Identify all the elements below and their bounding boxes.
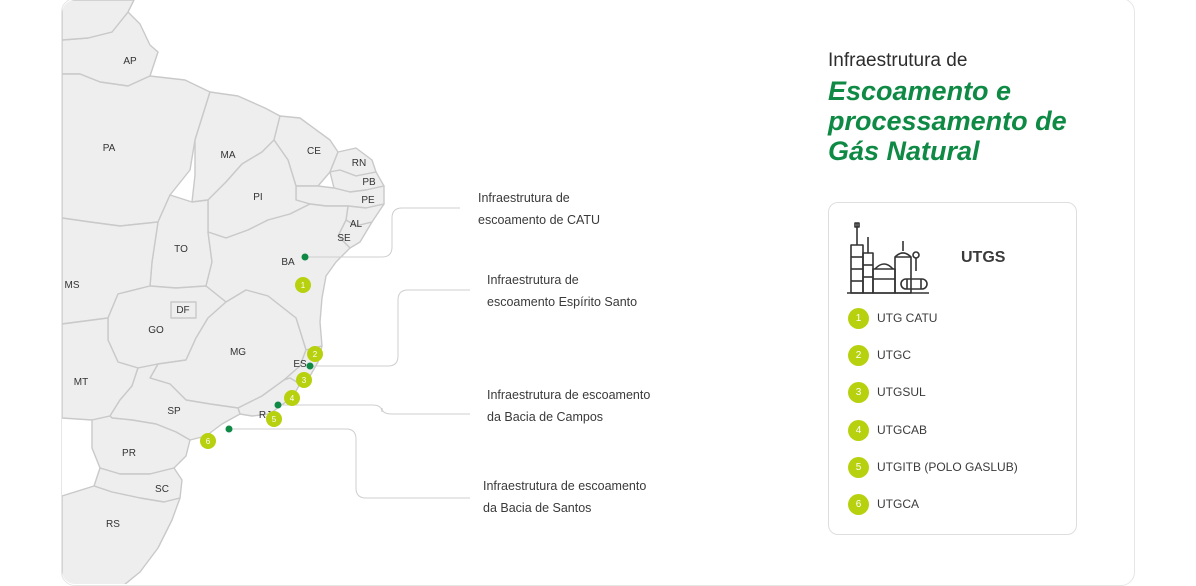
state-label: CE bbox=[307, 146, 321, 157]
gas-points bbox=[225, 253, 314, 433]
legend-badge: 3 bbox=[848, 381, 869, 403]
state-label: RJ bbox=[259, 410, 271, 421]
marker-1 bbox=[295, 277, 311, 293]
legend-badge: 2 bbox=[848, 344, 869, 366]
state-label: SE bbox=[337, 233, 351, 244]
marker-2-label: 2 bbox=[313, 350, 318, 359]
marker-5-label: 5 bbox=[272, 415, 277, 424]
state-label: PA bbox=[103, 143, 116, 154]
state-label: PR bbox=[122, 448, 136, 459]
state-label: PE bbox=[361, 195, 375, 206]
callout-catu: Infraestrutura de escoamento de CATU bbox=[478, 187, 600, 231]
callout-line: Infraestrutura de bbox=[478, 191, 570, 205]
point-campos bbox=[274, 401, 282, 409]
callout-campos: Infraestrutura de escoamento da Bacia de… bbox=[487, 384, 650, 428]
legend-badge: 5 bbox=[848, 456, 869, 478]
callout-line: escoamento de CATU bbox=[478, 213, 601, 227]
marker-6-label: 6 bbox=[206, 437, 211, 446]
callout-espirito-santo: Infraestrutura de escoamento Espírito Sa… bbox=[487, 269, 637, 313]
state-label: AP bbox=[123, 56, 137, 67]
point-santos bbox=[225, 425, 233, 433]
legend-item: 4 UTGCAB bbox=[848, 419, 927, 441]
state-label: MS bbox=[65, 280, 80, 291]
marker-3 bbox=[296, 372, 312, 388]
legend-item: 1 UTG CATU bbox=[848, 307, 937, 329]
legend-badge: 4 bbox=[848, 419, 869, 441]
legend-item: 2 UTGC bbox=[848, 344, 911, 366]
marker-2 bbox=[307, 346, 323, 362]
title-line: Escoamento e bbox=[828, 76, 1012, 106]
callout-line: Infraestrutura de escoamento bbox=[483, 479, 647, 493]
utg-markers: 1 2 3 4 5 6 bbox=[200, 277, 323, 449]
state-label: ES bbox=[293, 359, 307, 370]
point-es bbox=[306, 362, 314, 370]
marker-5 bbox=[266, 411, 282, 427]
state-label: AL bbox=[350, 219, 363, 230]
marker-3-label: 3 bbox=[302, 376, 307, 385]
legend-badge: 1 bbox=[848, 307, 869, 329]
legend-label: UTGC bbox=[877, 348, 911, 362]
legend-heading: UTGS bbox=[961, 249, 1006, 266]
state-label: MG bbox=[230, 347, 246, 358]
state-label: RS bbox=[106, 519, 120, 530]
state-label: MT bbox=[74, 377, 88, 388]
state-label: SP bbox=[167, 406, 181, 417]
legend-label: UTG CATU bbox=[877, 311, 938, 325]
state-label: DF bbox=[176, 305, 189, 316]
legend-label: UTGCAB bbox=[877, 423, 928, 437]
legend-label: UTGCA bbox=[877, 497, 919, 511]
callout-line: Infraestrutura de escoamento bbox=[487, 388, 651, 402]
legend-label: UTGSUL bbox=[877, 385, 926, 399]
state-label: RN bbox=[352, 158, 366, 169]
state-label: MA bbox=[221, 150, 236, 161]
callout-connectors bbox=[229, 207, 470, 499]
point-catu bbox=[301, 253, 309, 261]
state-df bbox=[170, 301, 197, 319]
page-title: Infraestrutura de Escoamento e processam… bbox=[828, 48, 1128, 166]
title-line: processamento de bbox=[828, 106, 1067, 136]
callout-santos: Infraestrutura de escoamento da Bacia de… bbox=[483, 475, 646, 519]
legend-label: UTGITB (POLO GASLUB) bbox=[877, 460, 1018, 474]
callout-line: escoamento Espírito Santo bbox=[487, 295, 638, 309]
gas-processing-plant-icon bbox=[847, 222, 929, 294]
callout-line: da Bacia de Santos bbox=[483, 501, 592, 515]
utgs-legend: UTGS 1 UTG CATU 2 UTGC 3 UTGSUL 4 UTGCAB… bbox=[828, 202, 1077, 535]
marker-4 bbox=[284, 390, 300, 406]
state-label: PB bbox=[362, 177, 376, 188]
legend-item: 6 UTGCA bbox=[848, 493, 919, 515]
state-label: PI bbox=[253, 192, 262, 203]
state-label: TO bbox=[174, 244, 188, 255]
state-rs bbox=[62, 485, 181, 584]
state-labels: AP PA MA CE RN PB PE PI AL SE TO BA MS D… bbox=[65, 56, 376, 530]
title-main: Escoamento e processamento de Gás Natura… bbox=[828, 76, 1128, 166]
marker-6 bbox=[200, 433, 216, 449]
legend-badge: 6 bbox=[848, 493, 869, 515]
marker-1-label: 1 bbox=[301, 281, 306, 290]
state-label: GO bbox=[148, 325, 164, 336]
legend-item: 3 UTGSUL bbox=[848, 381, 926, 403]
title-line: Gás Natural bbox=[828, 136, 980, 166]
state-label: SC bbox=[155, 484, 169, 495]
legend-item: 5 UTGITB (POLO GASLUB) bbox=[848, 456, 1018, 478]
callout-line: Infraestrutura de bbox=[487, 273, 579, 287]
callout-line: da Bacia de Campos bbox=[487, 410, 604, 424]
state-am-edge bbox=[62, 0, 135, 41]
title-prefix: Infraestrutura de bbox=[828, 50, 968, 71]
state-label: BA bbox=[281, 257, 295, 268]
marker-4-label: 4 bbox=[290, 394, 295, 403]
